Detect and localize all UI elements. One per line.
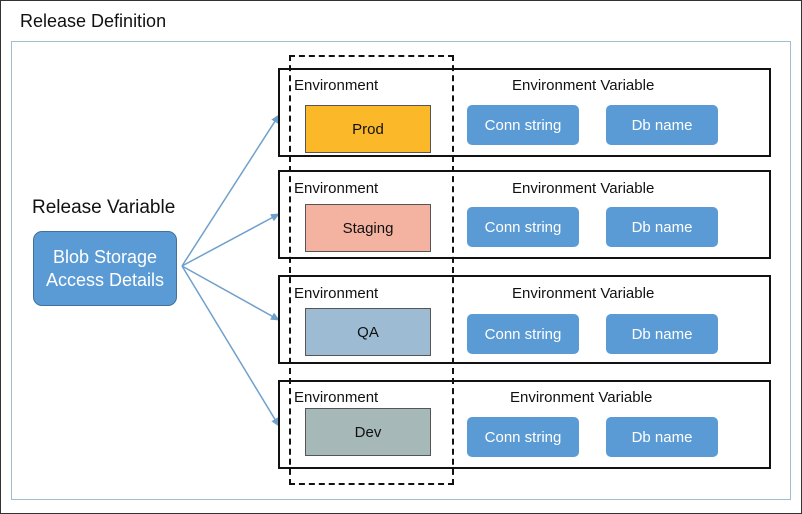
conn-string-chip: Conn string — [467, 105, 579, 145]
env-name: Staging — [342, 219, 394, 237]
release-variable-line2: Access Details — [45, 269, 165, 290]
arrow-to-prod — [181, 114, 280, 267]
environment-variable-label: Environment Variable — [512, 180, 655, 197]
environment-box-qa — [278, 275, 771, 364]
environment-label: Environment — [294, 77, 379, 94]
env-prod: Prod — [305, 105, 431, 153]
db-name-chip: Db name — [606, 105, 718, 145]
arrow-to-staging — [181, 213, 280, 267]
release-definition-area — [11, 41, 791, 500]
db-name-chip: Db name — [606, 207, 718, 247]
diagram-title: Release Definition — [20, 11, 167, 31]
environment-box-dev — [278, 380, 771, 469]
environment-grouping-dashed-frame — [289, 55, 454, 485]
env-name: Prod — [352, 120, 384, 138]
environment-variable-label: Environment Variable — [512, 77, 655, 94]
env-name: QA — [357, 323, 379, 341]
arrow-to-dev — [181, 265, 280, 427]
env-staging: Staging — [305, 204, 431, 252]
db-name-chip: Db name — [606, 314, 718, 354]
env-dev: Dev — [305, 408, 431, 456]
release-variable-line1: Blob Storage — [52, 246, 158, 267]
environment-box-prod — [278, 68, 771, 157]
env-qa: QA — [305, 308, 431, 356]
environment-label: Environment — [294, 389, 379, 406]
db-name-chip: Db name — [606, 417, 718, 457]
arrow-to-qa — [181, 265, 280, 321]
release-variable-label: Release Variable — [32, 197, 176, 218]
conn-string-chip: Conn string — [467, 417, 579, 457]
conn-string-chip: Conn string — [467, 314, 579, 354]
release-variable-box: Blob Storage Access Details — [33, 231, 177, 306]
environment-label: Environment — [294, 180, 379, 197]
environment-box-staging — [278, 170, 771, 259]
environment-label: Environment — [294, 285, 379, 302]
conn-string-chip: Conn string — [467, 207, 579, 247]
env-name: Dev — [354, 423, 382, 441]
environment-variable-label: Environment Variable — [510, 389, 653, 406]
environment-variable-label: Environment Variable — [512, 285, 655, 302]
